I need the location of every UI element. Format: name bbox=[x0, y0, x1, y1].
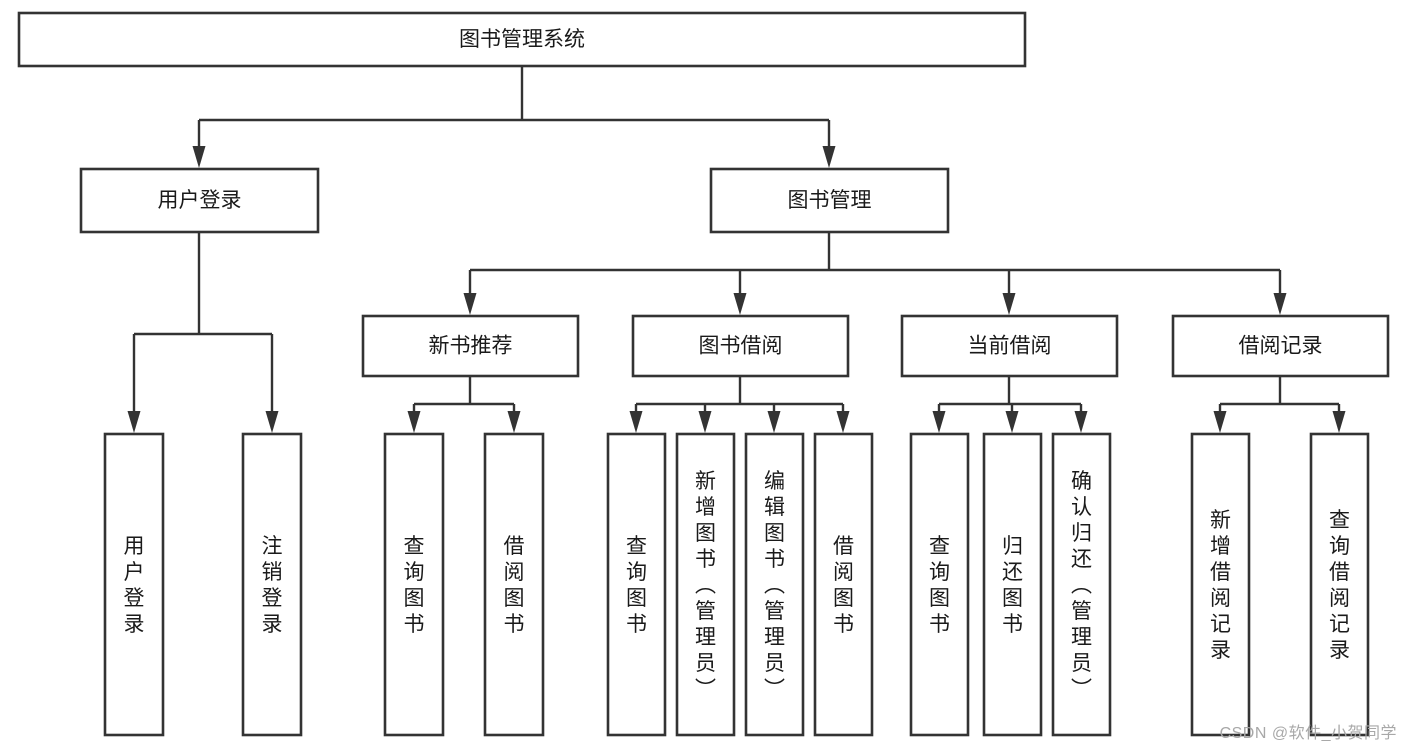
node-box[interactable] bbox=[900, 314, 1119, 378]
node-box[interactable] bbox=[17, 11, 1027, 68]
node-box[interactable] bbox=[79, 167, 320, 234]
arrow-head-icon bbox=[192, 146, 206, 168]
node-leaf-query-book-1[interactable]: 查询图书 bbox=[383, 432, 445, 737]
node-box[interactable] bbox=[1190, 432, 1251, 737]
node-leaf-edit-book-admin[interactable]: 编辑图书︵管理员︶ bbox=[744, 432, 805, 737]
node-leaf-confirm-return-admin[interactable]: 确认归还︵管理员︶ bbox=[1051, 432, 1112, 737]
node-label: 查询图书 bbox=[626, 535, 647, 636]
connector-group-current-borrow-children bbox=[932, 376, 1088, 433]
node-label: 查询借阅记录 bbox=[1329, 509, 1350, 662]
node-label: 确认归还︵管理员︶ bbox=[1071, 470, 1092, 701]
node-label: 查询图书 bbox=[404, 535, 425, 636]
node-box[interactable] bbox=[744, 432, 805, 737]
node-box[interactable] bbox=[675, 432, 736, 737]
arrow-head-icon bbox=[1002, 293, 1016, 315]
node-box[interactable] bbox=[1171, 314, 1390, 378]
node-book-borrow[interactable]: 图书借阅 bbox=[631, 314, 850, 378]
node-label: 借阅图书 bbox=[504, 535, 525, 636]
node-box[interactable] bbox=[1051, 432, 1112, 737]
node-root[interactable]: 图书管理系统 bbox=[17, 11, 1027, 68]
connector-group-user-login-children bbox=[127, 232, 279, 433]
node-label: 用户登录 bbox=[158, 189, 242, 212]
arrow-head-icon bbox=[733, 293, 747, 315]
arrow-head-icon bbox=[463, 293, 477, 315]
node-current-borrow[interactable]: 当前借阅 bbox=[900, 314, 1119, 378]
connector-group-book-borrow-children bbox=[629, 376, 850, 433]
arrow-head-icon bbox=[932, 411, 946, 433]
node-leaf-query-book-3[interactable]: 查询图书 bbox=[909, 432, 970, 737]
node-box[interactable] bbox=[631, 314, 850, 378]
arrow-head-icon bbox=[698, 411, 712, 433]
node-new-book-rec[interactable]: 新书推荐 bbox=[361, 314, 580, 378]
connector-group-borrow-record-children bbox=[1213, 376, 1346, 433]
arrow-head-icon bbox=[1213, 411, 1227, 433]
node-label: 新增图书︵管理员︶ bbox=[695, 470, 716, 701]
connector-group-root-children bbox=[192, 66, 836, 168]
node-label: 归还图书 bbox=[1002, 535, 1023, 636]
node-label: 借阅图书 bbox=[833, 535, 854, 636]
connector-group-new-book-rec-children bbox=[407, 376, 521, 433]
arrow-head-icon bbox=[836, 411, 850, 433]
node-borrow-record[interactable]: 借阅记录 bbox=[1171, 314, 1390, 378]
node-leaf-add-borrow-record[interactable]: 新增借阅记录 bbox=[1190, 432, 1251, 737]
node-label: 查询图书 bbox=[929, 535, 950, 636]
node-label: 新书推荐 bbox=[429, 335, 513, 358]
node-leaf-borrow-book-1[interactable]: 借阅图书 bbox=[483, 432, 545, 737]
node-label: 用户登录 bbox=[124, 535, 145, 636]
node-box[interactable] bbox=[982, 432, 1043, 737]
node-book-manage[interactable]: 图书管理 bbox=[709, 167, 950, 234]
node-box[interactable] bbox=[709, 167, 950, 234]
arrow-head-icon bbox=[767, 411, 781, 433]
arrow-head-icon bbox=[127, 411, 141, 433]
connector-layer bbox=[127, 66, 1346, 433]
node-label: 新增借阅记录 bbox=[1210, 509, 1231, 662]
node-label: 注销登录 bbox=[262, 535, 283, 636]
node-leaf-borrow-book-2[interactable]: 借阅图书 bbox=[813, 432, 874, 737]
arrow-head-icon bbox=[1273, 293, 1287, 315]
node-label: 图书管理 bbox=[788, 189, 872, 212]
node-label: 图书借阅 bbox=[699, 335, 783, 358]
node-layer: 图书管理系统用户登录图书管理新书推荐图书借阅当前借阅借阅记录用户登录注销登录查询… bbox=[17, 11, 1390, 737]
node-leaf-return-book[interactable]: 归还图书 bbox=[982, 432, 1043, 737]
node-user-login[interactable]: 用户登录 bbox=[79, 167, 320, 234]
node-label: 编辑图书︵管理员︶ bbox=[764, 470, 785, 701]
node-box[interactable] bbox=[103, 432, 165, 737]
node-leaf-query-borrow-record[interactable]: 查询借阅记录 bbox=[1309, 432, 1370, 737]
connector-group-book-manage-children bbox=[463, 232, 1287, 315]
node-leaf-logout[interactable]: 注销登录 bbox=[241, 432, 303, 737]
arrow-head-icon bbox=[822, 146, 836, 168]
arrow-head-icon bbox=[507, 411, 521, 433]
arrow-head-icon bbox=[1332, 411, 1346, 433]
node-box[interactable] bbox=[483, 432, 545, 737]
node-leaf-query-book-2[interactable]: 查询图书 bbox=[606, 432, 667, 737]
node-box[interactable] bbox=[813, 432, 874, 737]
node-leaf-add-book-admin[interactable]: 新增图书︵管理员︶ bbox=[675, 432, 736, 737]
node-box[interactable] bbox=[909, 432, 970, 737]
node-box[interactable] bbox=[361, 314, 580, 378]
arrow-head-icon bbox=[265, 411, 279, 433]
arrow-head-icon bbox=[407, 411, 421, 433]
node-label: 图书管理系统 bbox=[459, 28, 585, 51]
node-box[interactable] bbox=[606, 432, 667, 737]
node-label: 借阅记录 bbox=[1239, 335, 1323, 358]
node-box[interactable] bbox=[241, 432, 303, 737]
node-label: 当前借阅 bbox=[968, 335, 1052, 358]
arrow-head-icon bbox=[1005, 411, 1019, 433]
node-leaf-user-login[interactable]: 用户登录 bbox=[103, 432, 165, 737]
node-box[interactable] bbox=[383, 432, 445, 737]
arrow-head-icon bbox=[1074, 411, 1088, 433]
arrow-head-icon bbox=[629, 411, 643, 433]
node-box[interactable] bbox=[1309, 432, 1370, 737]
